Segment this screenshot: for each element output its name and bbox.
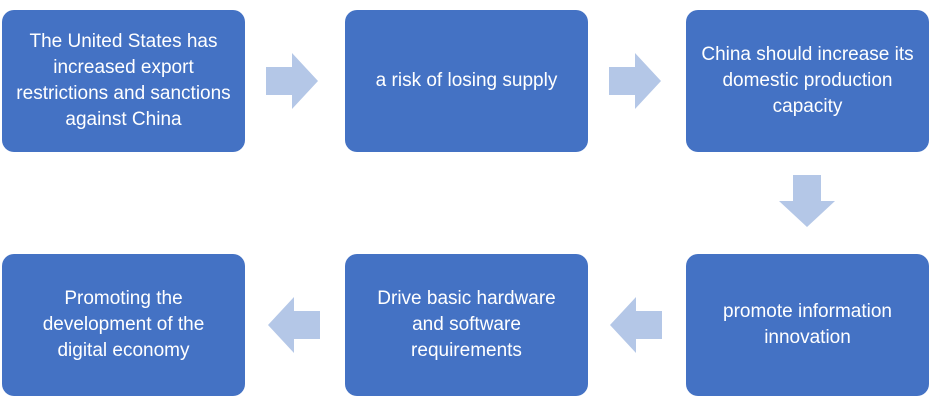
arrow-left-icon [610, 297, 662, 353]
step-text: a risk of losing supply [375, 70, 558, 91]
arrow-shape [266, 53, 318, 109]
arrow-down-icon [779, 175, 835, 227]
step-supply-risk: a risk of losing supply [345, 10, 588, 152]
arrow-shape [610, 297, 662, 353]
arrow-right-icon [609, 53, 661, 109]
arrow-right-icon [266, 53, 318, 109]
arrow-shape [268, 297, 320, 353]
step-information-innovation: promote information innovation [686, 254, 929, 396]
arrow-left-icon [268, 297, 320, 353]
arrow-shape [609, 53, 661, 109]
step-text: promote information innovation [723, 301, 892, 348]
step-text: China should increase its domestic produ… [701, 44, 914, 117]
step-text: Drive basic hardware and software requir… [377, 288, 556, 361]
arrow-shape [779, 175, 835, 227]
step-hardware-software: Drive basic hardware and software requir… [345, 254, 588, 396]
step-us-restrictions: The United States has increased export r… [2, 10, 245, 152]
step-domestic-capacity: China should increase its domestic produ… [686, 10, 929, 152]
step-text: The United States has increased export r… [16, 31, 231, 130]
step-digital-economy: Promoting the development of the digital… [2, 254, 245, 396]
step-text: Promoting the development of the digital… [42, 288, 205, 361]
